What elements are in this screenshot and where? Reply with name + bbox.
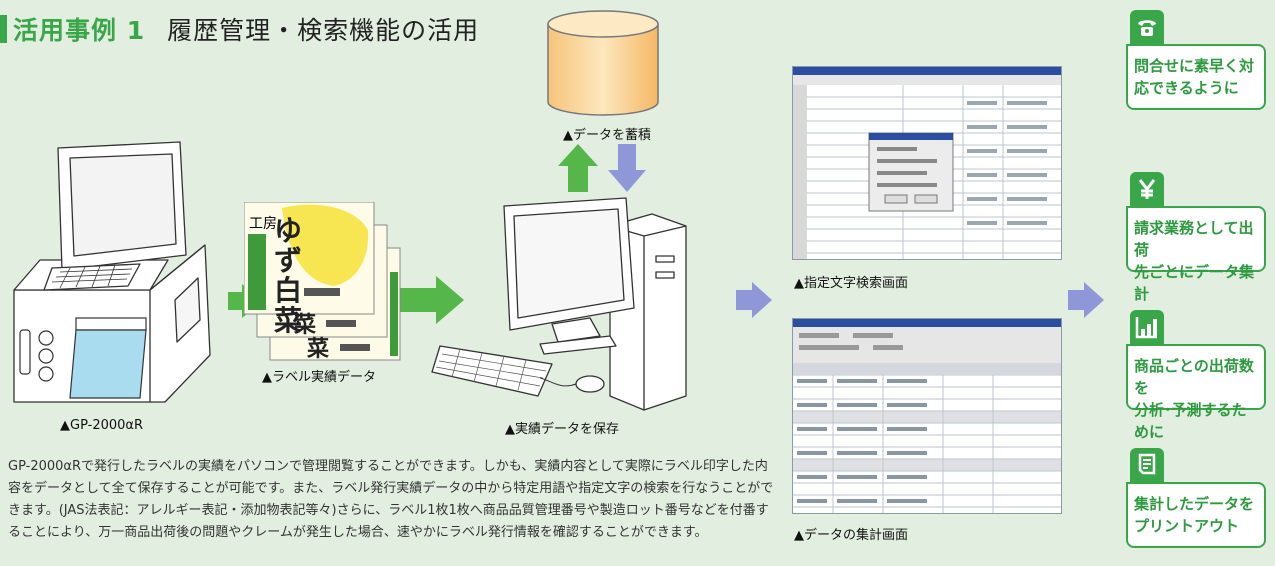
data-transfer-arrows [558, 144, 646, 192]
arrow-right-icon [400, 276, 464, 324]
download-arrow [608, 144, 646, 192]
benefit-card-text: 集計したデータを プリントアウト [1134, 495, 1255, 535]
search-screen-thumbnail [792, 66, 1062, 260]
database-caption: ▲データを蓄積 [563, 128, 651, 143]
label-char-4: 菜 [274, 304, 302, 337]
label-printer-illustration [13, 141, 211, 403]
label-brand: 工房 [249, 216, 277, 232]
benefit-card-inquiry: 問合せに素早く対 応できるように [1126, 44, 1266, 110]
label-char-6: 菜 [306, 337, 329, 362]
device-caption: ▲GP-2000αR [60, 418, 144, 433]
benefit-card-text: 請求業務として出荷 先ごとにデータ集計 [1134, 219, 1255, 303]
case-label: 活用事例 1 [13, 16, 146, 45]
printer-icon [1130, 448, 1164, 482]
label-char-5: 菜 [293, 313, 316, 338]
label-char-1: ゆ [274, 214, 302, 247]
label-cards-illustration: 工房 ゆ ず 白 菜 菜 菜 [244, 202, 401, 362]
arrow-right-icon [1068, 282, 1104, 318]
benefit-card-billing: 請求業務として出荷 先ごとにデータ集計 [1126, 206, 1266, 303]
summary-screen-thumbnail [792, 318, 1062, 514]
case-subtitle: 履歴管理・検索機能の活用 [167, 16, 480, 45]
database-icon [547, 10, 659, 116]
phone-icon [1130, 10, 1164, 44]
summary-screen-caption: ▲データの集計画面 [794, 528, 908, 543]
benefit-card-analysis: 商品ごとの出荷数を 分析･予測するために [1126, 344, 1266, 441]
yen-icon [1130, 172, 1164, 206]
benefit-card-text: 問合せに素早く対 応できるように [1134, 57, 1255, 97]
computer-illustration [431, 197, 687, 411]
search-screen-caption: ▲指定文字検索画面 [794, 276, 908, 291]
upload-arrow [558, 144, 598, 192]
bar-chart-icon [1130, 310, 1164, 344]
description-text: GP-2000αRで発行したラベルの実績をパソコンで管理閲覧することができます。… [8, 459, 774, 540]
section-title: 活用事例 1 履歴管理・検索機能の活用 [0, 12, 479, 46]
benefit-card-printout: 集計したデータを プリントアウト [1126, 482, 1266, 548]
labels-caption: ▲ラベル実績データ [262, 370, 376, 385]
title-marker [0, 15, 7, 43]
pc-caption: ▲実績データを保存 [505, 422, 619, 437]
benefit-card-text: 商品ごとの出荷数を 分析･予測するために [1134, 357, 1254, 441]
arrow-right-icon [736, 282, 772, 318]
label-char-2: ず [274, 244, 302, 277]
label-char-3: 白 [274, 274, 302, 307]
